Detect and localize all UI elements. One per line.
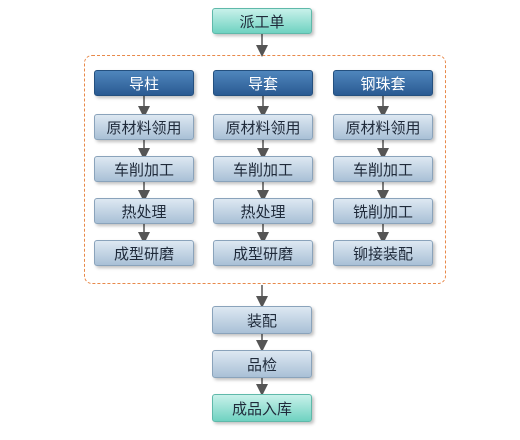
end-node-storage: 成品入库 [212,394,312,422]
col2-step-4: 成型研磨 [213,240,313,266]
col3-step-2: 车削加工 [333,156,433,182]
step-assembly: 装配 [212,306,312,334]
column-head-ball-sleeve: 钢珠套 [333,70,433,96]
col1-step-2: 车削加工 [94,156,194,182]
col3-step-4: 铆接装配 [333,240,433,266]
col1-step-3: 热处理 [94,198,194,224]
column-head-guide-pillar: 导柱 [94,70,194,96]
column-head-guide-sleeve: 导套 [213,70,313,96]
col3-step-3: 铣削加工 [333,198,433,224]
col2-step-3: 热处理 [213,198,313,224]
col1-step-1: 原材料领用 [94,114,194,140]
col1-step-4: 成型研磨 [94,240,194,266]
start-node-dispatch: 派工单 [212,8,312,34]
col3-step-1: 原材料领用 [333,114,433,140]
col2-step-2: 车削加工 [213,156,313,182]
step-inspection: 品检 [212,350,312,378]
col2-step-1: 原材料领用 [213,114,313,140]
